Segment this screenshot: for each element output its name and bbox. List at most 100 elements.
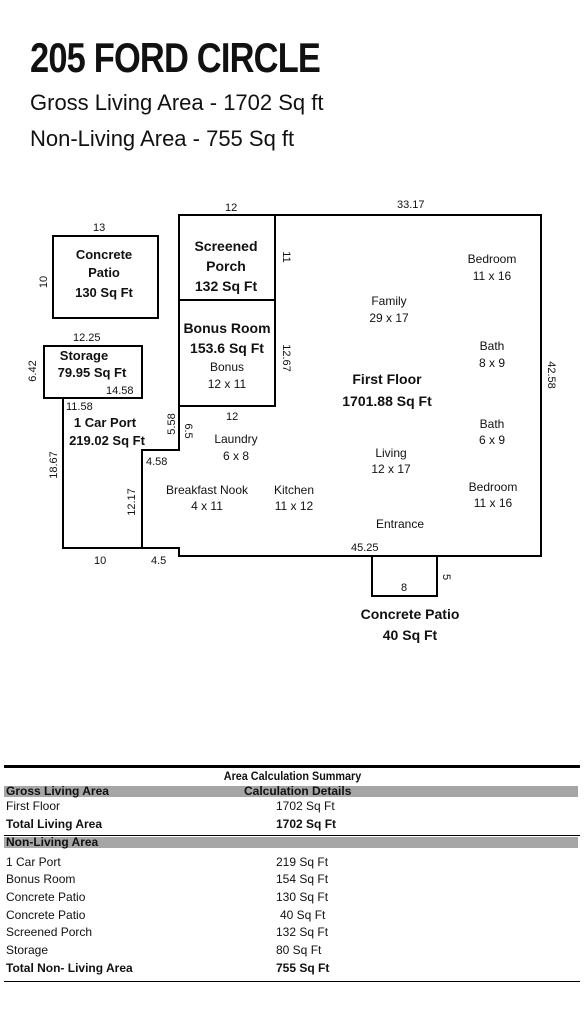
table-row: Concrete Patio 130 Sq Ft [6, 890, 576, 906]
bonus-room-label: Bonus Room [183, 320, 270, 336]
row-label: Concrete Patio [6, 890, 86, 904]
kitchen-label: Kitchen [274, 483, 314, 497]
row-label: First Floor [6, 799, 60, 813]
screened-porch-area: 132 Sq Ft [195, 278, 258, 294]
row-value: 130 Sq Ft [276, 890, 329, 904]
bonus-room-outline [178, 299, 276, 407]
dim-label: 12.25 [73, 332, 101, 344]
table-row: First Floor 1702 Sq Ft [6, 799, 576, 815]
dim-label: 8 [401, 582, 407, 594]
bonus-label: Bonus [210, 360, 244, 374]
dim-label: 6.5 [182, 423, 194, 438]
dim-label: 4.58 [146, 456, 167, 468]
bedroom-label: Bedroom [469, 480, 518, 494]
dim-label: 12.17 [126, 488, 138, 516]
row-label: Screened Porch [6, 925, 93, 939]
dim-label: 10 [94, 555, 106, 567]
breakfast-nook-label: Breakfast Nook [166, 483, 249, 497]
family-label: Family [371, 294, 406, 308]
row-label: Total Non- Living Area [6, 961, 133, 975]
dim-label: 14.58 [106, 385, 134, 397]
laundry-label: Laundry [214, 432, 257, 446]
bedroom-label: Bedroom [468, 252, 517, 266]
calculation-details-header: Calculation Details [244, 784, 352, 798]
bath-label: Bath [480, 339, 505, 353]
divider [4, 835, 580, 836]
row-label: Concrete Patio [6, 908, 86, 922]
concrete-patio-outline [52, 235, 159, 319]
first-floor-label: First Floor [352, 371, 422, 387]
car-port-label: 1 Car Port [74, 415, 137, 430]
concrete-patio-label: Concrete [76, 247, 132, 262]
row-value: 40 Sq Ft [280, 908, 326, 922]
breakfast-nook-size: 4 x 11 [191, 499, 223, 513]
row-value: 80 Sq Ft [276, 943, 322, 957]
concrete-patio-label: Patio [88, 265, 120, 280]
row-value: 132 Sq Ft [276, 925, 329, 939]
dim-label: 11 [280, 251, 292, 262]
non-living-area-line: Non-Living Area - 755 Sq ft [30, 126, 295, 151]
dim-label: 18.67 [48, 451, 60, 479]
row-label: 1 Car Port [6, 855, 61, 869]
entrance-label: Entrance [376, 517, 424, 531]
dim-label: 6.42 [27, 360, 39, 381]
dim-label: 5.58 [166, 413, 178, 434]
total-living-row: Total Living Area 1702 Sq Ft [6, 817, 576, 833]
bedroom-size: 11 x 16 [474, 496, 513, 510]
row-value: 154 Sq Ft [276, 872, 329, 886]
screened-porch-label: Screened [194, 238, 257, 254]
dim-label: 45.25 [351, 542, 379, 554]
gross-living-header: Gross Living Area Calculation Details [4, 784, 578, 798]
dim-label: 12 [225, 202, 237, 214]
row-value: 1702 Sq Ft [276, 817, 337, 831]
non-living-header: Non-Living Area [4, 835, 578, 849]
table-row: 1 Car Port 219 Sq Ft [6, 855, 576, 871]
row-label: Storage [6, 943, 49, 957]
floor-plan: 13 10 12 33.17 11 12.25 6.42 14.58 11.58… [27, 199, 557, 643]
total-non-living-row: Total Non- Living Area 755 Sq Ft [6, 961, 576, 977]
concrete-patio-2-label: Concrete Patio [361, 606, 460, 622]
table-row: Screened Porch 132 Sq Ft [6, 925, 576, 941]
table-row: Storage 80 Sq Ft [6, 943, 576, 959]
laundry-size: 6 x 8 [223, 449, 249, 463]
dim-label: 12.67 [280, 344, 292, 372]
dim-label: 4.5 [151, 555, 166, 567]
concrete-patio-area: 130 Sq Ft [75, 285, 133, 300]
row-value: 1702 Sq Ft [276, 799, 335, 813]
carport-divider [141, 406, 180, 548]
storage-area: 79.95 Sq Ft [58, 365, 127, 380]
storage-label: Storage [60, 348, 108, 363]
bath-label: Bath [480, 417, 505, 431]
dim-label: 33.17 [397, 199, 425, 211]
first-floor-area: 1701.88 Sq Ft [342, 393, 432, 409]
bonus-room-area: 153.6 Sq Ft [190, 340, 264, 356]
dim-label: 42.58 [545, 361, 557, 389]
gross-living-area-line: Gross Living Area - 1702 Sq ft [30, 90, 324, 115]
row-label: Bonus Room [6, 872, 76, 886]
concrete-patio-2-area: 40 Sq Ft [383, 627, 438, 643]
bath-size: 6 x 9 [479, 433, 505, 447]
storage-outline [43, 345, 143, 399]
gross-living-header-label: Gross Living Area [6, 784, 109, 798]
dim-label: 12 [226, 411, 238, 423]
screened-porch-label: Porch [206, 258, 246, 274]
bedroom-size: 11 x 16 [473, 269, 512, 283]
bath-size: 8 x 9 [479, 356, 505, 370]
dim-label: 10 [38, 276, 50, 288]
dim-label: 5 [440, 574, 452, 580]
page-title: 205 FORD CIRCLE [30, 34, 321, 81]
row-value: 755 Sq Ft [276, 961, 330, 975]
table-row: Bonus Room 154 Sq Ft [6, 872, 576, 888]
dim-label: 11.58 [66, 401, 93, 413]
summary-title: Area Calculation Summary [223, 769, 362, 783]
living-label: Living [375, 446, 406, 460]
concrete-patio-2-outline [371, 555, 438, 597]
table-row: Concrete Patio 40 Sq Ft [6, 908, 576, 924]
summary-bottom-rule [4, 981, 580, 982]
row-label: Total Living Area [6, 817, 103, 831]
dim-label: 13 [93, 222, 105, 234]
living-size: 12 x 17 [371, 462, 411, 476]
family-size: 29 x 17 [369, 311, 409, 325]
bonus-size: 12 x 11 [208, 377, 247, 391]
kitchen-size: 11 x 12 [275, 499, 314, 513]
